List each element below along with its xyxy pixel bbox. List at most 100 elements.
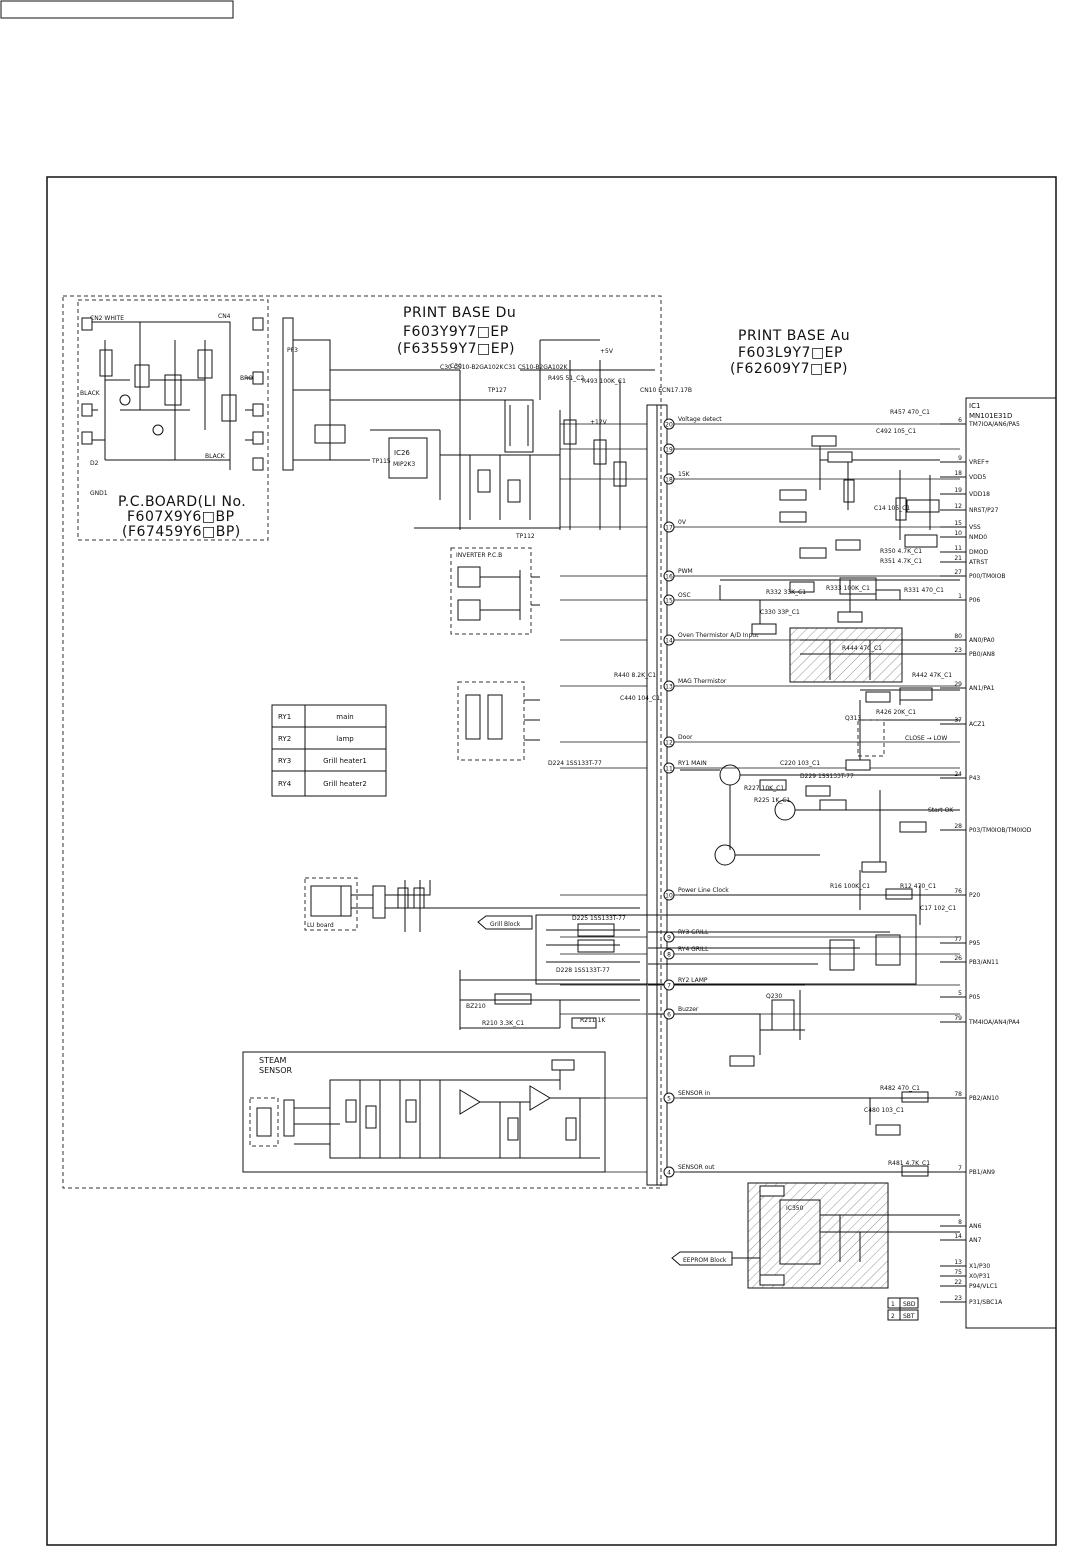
- svg-text:SBD: SBD: [903, 1301, 916, 1308]
- connector-pin-number: 18: [665, 477, 673, 484]
- close-low-note: CLOSE → LOW: [905, 735, 947, 742]
- svg-text:BROWN: BROWN: [240, 375, 263, 382]
- lu-board-block: LU board: [304, 877, 640, 932]
- ic1-pin-number: 21: [954, 555, 962, 562]
- ic1-pin-name: P31/SBC1A: [969, 1299, 1003, 1306]
- ic1-pin-number: 11: [954, 545, 962, 552]
- connector-pin-number: 20: [665, 422, 673, 429]
- door-switch-block: [457, 681, 540, 761]
- steam-sensor-block: STEAM SENSOR: [242, 1051, 606, 1173]
- ic1-pin-number: 14: [954, 1233, 962, 1240]
- svg-text:GND1: GND1: [90, 490, 108, 497]
- svg-text:BZ210: BZ210: [466, 1003, 486, 1010]
- connector-pin-number: 15: [665, 598, 673, 605]
- connector-signal-label: Door: [678, 734, 693, 741]
- ic1-pin-number: 10: [954, 530, 962, 537]
- steam-sub: SENSOR: [259, 1066, 292, 1075]
- component-label: R444 470_C1: [842, 645, 882, 652]
- diagram-frame: [46, 176, 1057, 1546]
- ic1-pin-name: P20: [969, 892, 980, 899]
- ic1-pin-name: VDD18: [969, 491, 990, 498]
- connector-pin-number: 13: [665, 684, 673, 691]
- connector-pin-number: 12: [665, 740, 673, 747]
- component-label: R351 4.7K_C1: [880, 558, 922, 565]
- svg-text:Q230: Q230: [766, 993, 782, 1000]
- connector-pin-number: 8: [667, 952, 671, 959]
- connector-signal-label: OSC: [678, 592, 691, 599]
- connector-pin-number: 4: [667, 1170, 671, 1177]
- ic1-pin-name: NMD0: [969, 534, 987, 541]
- relay-name: main: [336, 713, 354, 721]
- ic1-pin-number: 28: [954, 823, 962, 830]
- svg-text:TP127: TP127: [487, 387, 507, 394]
- connector-top-label: CN10 ECN17.17B: [640, 387, 692, 394]
- connector-signal-label: SENSOR in: [678, 1090, 710, 1097]
- svg-text:PF3: PF3: [287, 347, 298, 354]
- ic1-pin-number: 80: [954, 633, 962, 640]
- ic1-pin-name: VREF+: [969, 459, 990, 466]
- ic1-pin-name: TM7IOA/AN6/PA5: [968, 421, 1020, 428]
- svg-text:Grill Block: Grill Block: [490, 921, 521, 928]
- au-board-circuit: Q313: [680, 435, 960, 1177]
- svg-text:Q313: Q313: [845, 715, 861, 722]
- ic1-pin-name: P03/TM0IOB/TM0IOD: [969, 827, 1032, 834]
- ic1-pin-number: 27: [954, 569, 962, 576]
- ic1-pin-number: 23: [954, 647, 962, 654]
- ic1-pin-name: ACZ1: [969, 721, 985, 728]
- sbd-sbt-boxes: 1 2 SBD SBT: [887, 1297, 919, 1321]
- ic1-pin-name: X1/P30: [969, 1263, 990, 1270]
- connector-signal-label: Oven Thermistor A/D Input: [678, 632, 759, 639]
- connector-signal-label: RY4 GRILL: [678, 946, 709, 953]
- relay-table: [271, 704, 387, 797]
- ic1-pin-number: 79: [954, 1015, 962, 1022]
- ic1-pin-number: 7: [958, 1165, 962, 1172]
- ic1-pin-number: 6: [958, 417, 962, 424]
- component-label: D229 1SS133T-77: [800, 773, 854, 780]
- component-label: R493 100K_C1: [582, 378, 626, 385]
- component-label: R442 47K_C1: [912, 672, 952, 679]
- component-label: C330 33P_C1: [760, 609, 800, 616]
- ic1-pin-number: 19: [954, 487, 962, 494]
- svg-text:EEPROM Block: EEPROM Block: [683, 1257, 727, 1264]
- ic26-part: MIP2K3: [393, 461, 415, 468]
- svg-text:BLACK: BLACK: [80, 390, 101, 397]
- ic1-pin-name: AN0/PA0: [969, 637, 995, 644]
- connector-signal-label: Voltage detect: [678, 416, 722, 423]
- ic1-pin-number: 77: [954, 936, 962, 943]
- component-label: R331 470_C1: [904, 587, 944, 594]
- ic1-pin-name: DMOD: [969, 549, 989, 556]
- svg-text:IC350: IC350: [786, 1205, 804, 1212]
- component-label: R457 470_C1: [890, 409, 930, 416]
- connector-signal-label: MAG Thermistor: [678, 678, 727, 685]
- component-label: R16 100K_C1: [830, 883, 870, 890]
- ic1-pin-name: PB3/AN11: [969, 959, 999, 966]
- ic1-pin-name: PB2/AN10: [969, 1095, 999, 1102]
- lu-board-label: LU board: [307, 922, 334, 929]
- component-label: R227 10K_C1: [744, 785, 784, 792]
- svg-text:2: 2: [891, 1313, 895, 1320]
- relay-name: Grill heater2: [323, 780, 367, 788]
- component-label: R211 1K: [580, 1017, 606, 1024]
- ic1-pin-number: 8: [958, 1219, 962, 1226]
- component-label: C480 103_C1: [864, 1107, 904, 1114]
- ic1-pin-number: 18: [954, 470, 962, 477]
- relay-name: Grill heater1: [323, 757, 367, 765]
- svg-text:1: 1: [891, 1301, 895, 1308]
- connector-signal-label: RY3 GRILL: [678, 929, 709, 936]
- ic1-pin-name: P00/TM0IOB: [969, 573, 1006, 580]
- component-label: R481 4.7K_C1: [888, 1160, 930, 1167]
- li-title: P.C.BOARD(LI No.: [118, 494, 246, 510]
- ic1-block: IC1 MN101E31D: [965, 397, 1057, 1329]
- ic1-pin-name: P95: [969, 940, 980, 947]
- relay-id: RY4: [278, 780, 292, 788]
- power-supply-circuit: IC26 MIP2K3 PF3 C30 TP127 TP115 TP112 +5…: [282, 317, 655, 540]
- ic1-pin-number: 75: [954, 1269, 962, 1276]
- ic1-pin-name: PB1/AN9: [969, 1169, 995, 1176]
- ic1-pin-name: ATRST: [969, 559, 988, 566]
- component-label: R332 33K_C1: [766, 589, 806, 596]
- component-label: C31 CS10-B2GA102K: [504, 364, 568, 371]
- li-part1: F607X9Y6□BP: [127, 509, 235, 525]
- connector-signal-label: 0V: [678, 519, 687, 526]
